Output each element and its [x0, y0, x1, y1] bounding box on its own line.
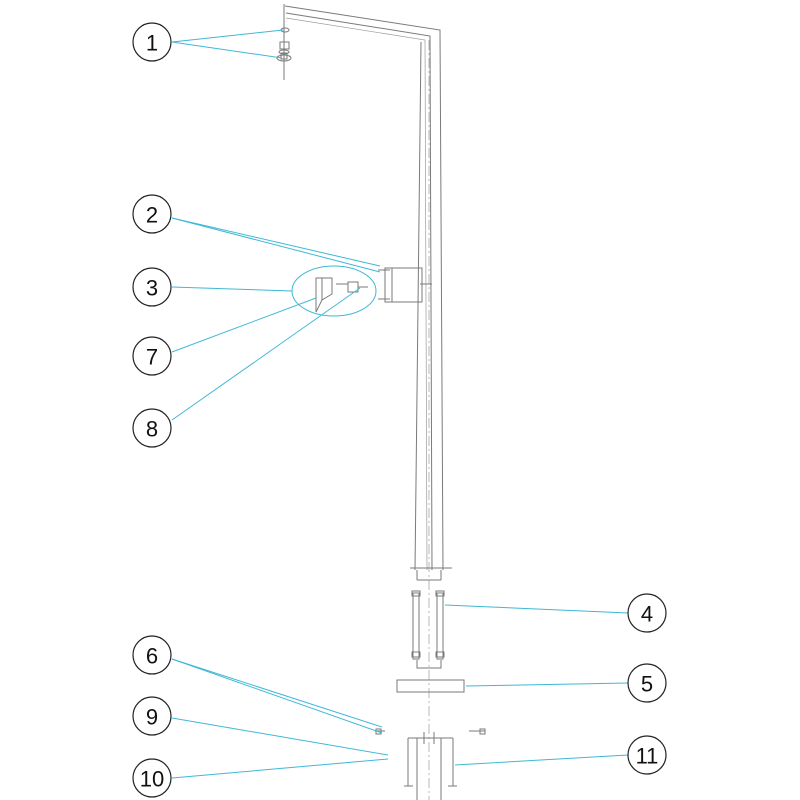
callout-4: 4	[627, 593, 667, 633]
callout-label: 5	[641, 672, 653, 697]
callout-label: 1	[146, 31, 158, 56]
bracket-assembly	[291, 265, 432, 317]
lamp-hardware	[276, 4, 292, 80]
leader-lines	[171, 29, 629, 779]
callout-5: 5	[627, 663, 667, 703]
callout-label: 11	[636, 744, 659, 769]
callout-label: 6	[146, 644, 158, 669]
callout-10: 10	[132, 758, 172, 798]
foundation	[375, 728, 486, 800]
callout-label: 4	[641, 602, 653, 627]
callout-label: 7	[146, 345, 158, 370]
callout-11: 11	[627, 735, 667, 775]
lighting-pole	[284, 5, 452, 800]
callout-7: 7	[132, 336, 172, 376]
callout-9: 9	[132, 696, 172, 736]
callout-2: 2	[132, 194, 172, 234]
callout-label: 8	[146, 417, 158, 442]
base-plate	[396, 679, 465, 693]
anchor-bolts	[411, 590, 445, 669]
callout-label: 10	[140, 767, 164, 792]
callout-label: 2	[146, 203, 158, 228]
callout-3: 3	[132, 267, 172, 307]
callout-label: 9	[146, 705, 158, 730]
callout-6: 6	[132, 635, 172, 675]
callout-label: 3	[146, 276, 158, 301]
callout-1: 1	[132, 22, 172, 62]
callout-8: 8	[132, 408, 172, 448]
